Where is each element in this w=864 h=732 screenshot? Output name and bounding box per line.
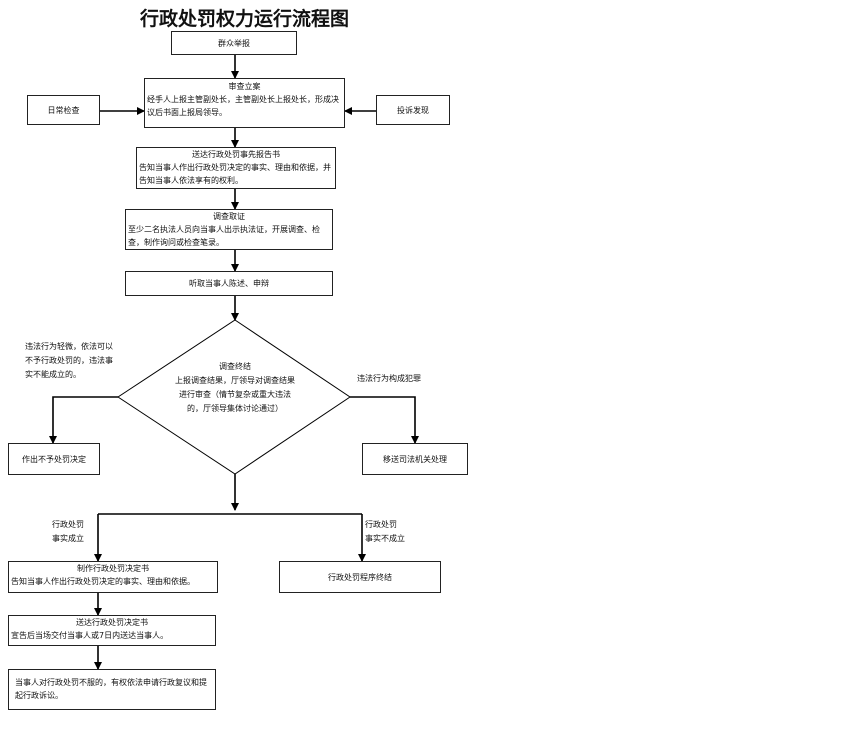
node-appeal-text: 当事人对行政处罚不服的，有权依法申请行政复议和提起行政诉讼。	[15, 678, 207, 700]
label-minor-violation: 违法行为轻微，依法可以 不予行政处罚的，违法事 实不能成立的。	[25, 342, 113, 379]
arrow-review-to-transfer	[350, 396, 419, 444]
node-notify-heading: 送达行政处罚事先报告书	[192, 150, 280, 159]
node-no-penalty: 作出不予处罚决定	[8, 443, 100, 475]
node-terminate-text: 行政处罚程序终结	[328, 572, 392, 582]
node-notify: 送达行政处罚事先报告书 告知当事人作出行政处罚决定的事实、理由和依据，并告知当事…	[136, 147, 336, 189]
node-approve-heading: 审查立案	[228, 82, 261, 91]
node-decision-text: 告知当事人作出行政处罚决定的事实、理由和依据。	[11, 577, 195, 586]
node-investigate-heading: 调查取证	[213, 212, 245, 221]
node-deliver: 送达行政处罚决定书 宣告后当场交付当事人或7日内送达当事人。	[8, 615, 216, 646]
node-deliver-text: 宣告后当场交付当事人或7日内送达当事人。	[11, 631, 169, 640]
review-heading: 调查终结	[219, 362, 251, 371]
label-fact-not-established: 行政处罚 事实不成立	[365, 520, 405, 543]
node-investigate-text: 至少二名执法人员向当事人出示执法证，开展调查、检查，制作询问或检查笔录。	[128, 225, 320, 247]
label-fact-established: 行政处罚 事实成立	[52, 520, 84, 543]
review-text: 上报调查结果，厅领导对调查结果进行审查（情节复杂或重大违法的，厅领导集体讨论通过…	[175, 376, 295, 413]
node-report: 群众举报	[171, 31, 297, 55]
node-approve: 审查立案 经手人上报主管副处长，主管副处长上报处长，形成决议后书面上报局领导。	[144, 78, 345, 128]
node-approve-text: 经手人上报主管副处长，主管副处长上报处长，形成决议后书面上报局领导。	[147, 95, 339, 117]
node-daily-check: 日常检查	[27, 95, 100, 125]
node-appeal: 当事人对行政处罚不服的，有权依法申请行政复议和提起行政诉讼。	[8, 669, 216, 710]
node-hear-text: 听取当事人陈述、申辩	[189, 279, 269, 288]
node-terminate: 行政处罚程序终结	[279, 561, 441, 593]
node-investigate: 调查取证 至少二名执法人员向当事人出示执法证，开展调查、检查，制作询问或检查笔录…	[125, 209, 333, 250]
node-daily-check-text: 日常检查	[47, 105, 80, 115]
node-hear: 听取当事人陈述、申辩	[125, 271, 333, 296]
node-no-penalty-text: 作出不予处罚决定	[22, 454, 86, 464]
node-decision-heading: 制作行政处罚决定书	[77, 564, 149, 573]
node-deliver-heading: 送达行政处罚决定书	[76, 618, 148, 627]
label-crime: 违法行为构成犯罪	[357, 374, 421, 383]
arrow-review-to-no-penalty	[49, 396, 118, 444]
node-transfer-text: 移送司法机关处理	[383, 454, 447, 464]
node-report-text: 群众举报	[218, 38, 250, 48]
node-decision: 制作行政处罚决定书 告知当事人作出行政处罚决定的事实、理由和依据。	[8, 561, 218, 593]
node-notify-text: 告知当事人作出行政处罚决定的事实、理由和依据，并告知当事人依法享有的权利。	[139, 163, 331, 185]
node-transfer: 移送司法机关处理	[362, 443, 468, 475]
node-complaint: 投诉发现	[376, 95, 450, 125]
node-complaint-text: 投诉发现	[397, 105, 429, 115]
page-title: 行政处罚权力运行流程图	[140, 8, 350, 30]
review-diamond	[117, 319, 351, 475]
